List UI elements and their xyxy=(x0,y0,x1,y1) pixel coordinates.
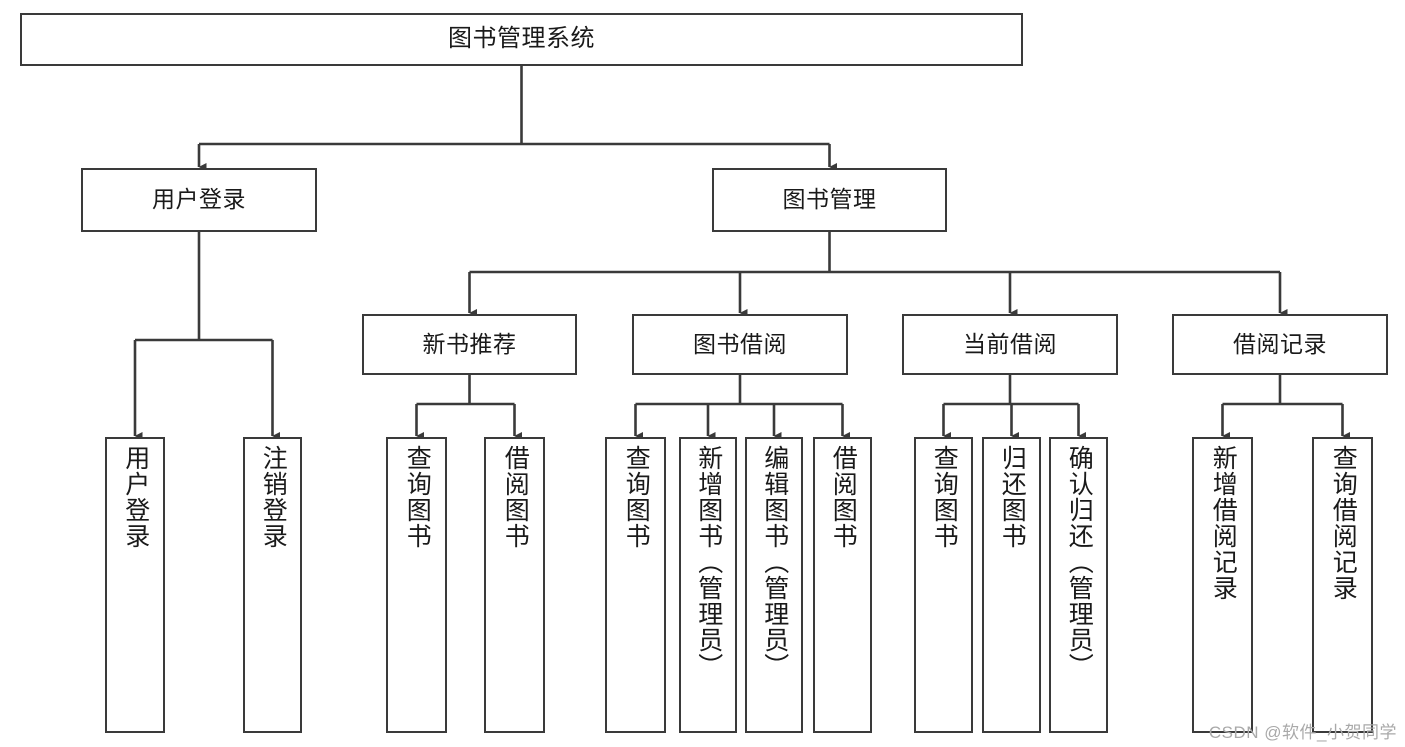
node-label: 查询图书 xyxy=(622,445,651,549)
node-label: 注销登录 xyxy=(259,445,288,549)
node-label: 当前借阅 xyxy=(963,330,1057,357)
node-leaf-logout[interactable]: 注销登录 xyxy=(243,437,302,733)
node-label: 用户登录 xyxy=(152,186,246,213)
node-leaf-query-record[interactable]: 查询借阅记录 xyxy=(1312,437,1373,733)
node-root[interactable]: 图书管理系统 xyxy=(20,13,1023,66)
node-book-manage[interactable]: 图书管理 xyxy=(712,168,947,232)
node-label: 确认归还（管理员） xyxy=(1065,445,1094,679)
node-new-book-rec[interactable]: 新书推荐 xyxy=(362,314,577,375)
edge-paths xyxy=(133,66,1351,440)
node-leaf-query-book-3[interactable]: 查询图书 xyxy=(914,437,973,733)
node-leaf-borrow-book-1[interactable]: 借阅图书 xyxy=(484,437,545,733)
node-borrow-record[interactable]: 借阅记录 xyxy=(1172,314,1388,375)
node-label: 查询借阅记录 xyxy=(1329,445,1358,601)
node-label: 图书管理 xyxy=(782,186,877,213)
node-label: 图书借阅 xyxy=(693,330,787,357)
node-leaf-query-book-2[interactable]: 查询图书 xyxy=(605,437,666,733)
node-book-borrow[interactable]: 图书借阅 xyxy=(632,314,848,375)
node-leaf-confirm-return[interactable]: 确认归还（管理员） xyxy=(1049,437,1108,733)
node-current-borrow[interactable]: 当前借阅 xyxy=(902,314,1118,375)
node-label: 归还图书 xyxy=(998,445,1027,549)
node-leaf-edit-book[interactable]: 编辑图书（管理员） xyxy=(745,437,803,733)
node-label: 新增图书（管理员） xyxy=(694,445,723,679)
node-label: 借阅图书 xyxy=(829,445,858,549)
node-label: 借阅图书 xyxy=(501,445,530,549)
node-leaf-add-book[interactable]: 新增图书（管理员） xyxy=(679,437,737,733)
node-leaf-borrow-book-2[interactable]: 借阅图书 xyxy=(813,437,872,733)
node-leaf-user-login[interactable]: 用户登录 xyxy=(105,437,165,733)
node-label: 新书推荐 xyxy=(422,330,517,357)
node-label: 查询图书 xyxy=(403,445,432,549)
node-leaf-return-book[interactable]: 归还图书 xyxy=(982,437,1041,733)
node-label: 查询图书 xyxy=(930,445,959,549)
node-leaf-query-book-1[interactable]: 查询图书 xyxy=(386,437,447,733)
node-leaf-add-record[interactable]: 新增借阅记录 xyxy=(1192,437,1253,733)
node-label: 借阅记录 xyxy=(1233,330,1327,357)
node-label: 新增借阅记录 xyxy=(1209,445,1238,601)
node-label: 编辑图书（管理员） xyxy=(760,445,789,679)
watermark-label: CSDN @软件_小贺同学 xyxy=(1208,723,1397,742)
node-label: 图书管理系统 xyxy=(448,25,595,53)
node-label: 用户登录 xyxy=(121,445,150,549)
node-user-login[interactable]: 用户登录 xyxy=(81,168,317,232)
